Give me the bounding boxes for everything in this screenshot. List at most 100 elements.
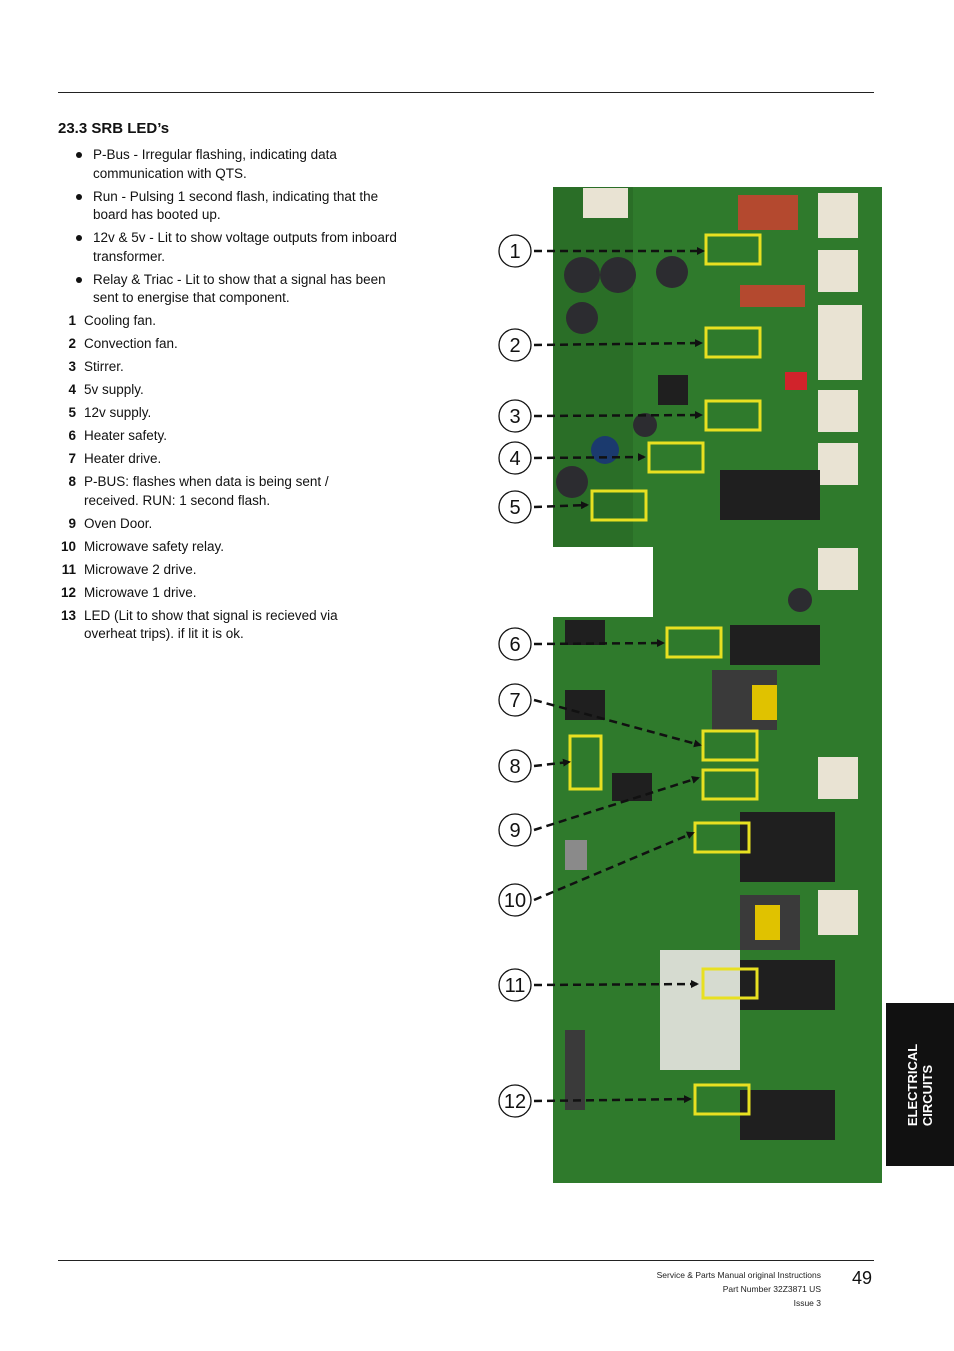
led-highlight-10	[693, 821, 751, 854]
legend-text: LED (Lit to show that signal is recieved…	[84, 607, 338, 642]
callout-arrows	[533, 247, 705, 1104]
legend-item: 2 Convection fan.	[56, 335, 386, 354]
callout-arrow-7	[533, 698, 702, 748]
callout-circle-7	[498, 683, 532, 717]
led-highlight-4	[647, 441, 705, 474]
legend-text: Oven Door.	[84, 515, 153, 531]
legend-text: Heater drive.	[84, 451, 162, 466]
led-highlight-1	[704, 233, 762, 266]
callout-arrow-2	[533, 339, 703, 348]
legend-number: 13	[60, 607, 76, 623]
legend-number: 1	[68, 313, 76, 328]
legend-text: 5v supply.	[84, 382, 144, 397]
legend-number: 8	[68, 474, 76, 489]
legend-item: 13 LED (Lit to show that signal is reciev…	[56, 607, 386, 644]
legend-item: 11 Microwave 2 drive.	[56, 561, 386, 580]
callout-circle-6	[498, 627, 532, 661]
legend-number: 12	[60, 584, 76, 600]
callout-circle-1	[498, 234, 532, 268]
led-highlight-boxes	[568, 233, 762, 1116]
callout-arrow-11	[533, 980, 699, 989]
legend-number: 5	[68, 405, 76, 420]
callout-arrow-3	[533, 411, 703, 420]
legend-text: Microwave 1 drive.	[84, 584, 197, 600]
legend-number: 4	[68, 382, 76, 397]
callout-circle-12	[498, 1084, 532, 1118]
led-highlight-12	[693, 1083, 751, 1116]
callout-label-11: 11	[505, 975, 526, 997]
legend-text: Stirrer.	[84, 359, 124, 374]
legend-item: 10 Microwave safety relay.	[56, 538, 386, 557]
led-highlight-2	[704, 326, 762, 359]
legend-text: Microwave 2 drive.	[84, 561, 197, 577]
footer-part-number: Part Number 32Z3871 US	[722, 1284, 821, 1294]
footer: Service & Parts Manual original Instruct…	[657, 1268, 821, 1310]
callout-circle-8	[498, 749, 532, 783]
section-heading: 23.3 SRB LED’s	[58, 120, 170, 137]
legend-item: 5 12v supply.	[56, 404, 386, 423]
legend-text: P-BUS: flashes when data is being sent /…	[84, 474, 329, 508]
callout-label-5: 5	[509, 497, 520, 519]
page-number: 49	[852, 1268, 873, 1288]
legend-item: 4 5v supply.	[56, 381, 386, 400]
top-rule	[58, 92, 874, 93]
callout-label-1: 1	[509, 241, 520, 263]
legend-item: 9 Oven Door.	[56, 515, 386, 534]
led-highlight-7	[701, 729, 759, 762]
callout-arrow-4	[533, 453, 646, 462]
legend-item: 7 Heater drive.	[56, 450, 386, 469]
legend-item: 1 Cooling fan.	[56, 312, 386, 331]
callout-label-2: 2	[509, 335, 520, 357]
footer-manual-title: Service & Parts Manual original Instruct…	[656, 1270, 821, 1280]
callout-label-6: 6	[509, 634, 520, 656]
callout-label-12: 12	[504, 1091, 526, 1113]
legend-number: 7	[68, 451, 76, 466]
callout-arrow-12	[533, 1095, 692, 1104]
led-highlight-5	[590, 489, 648, 522]
legend-number: 3	[68, 359, 76, 374]
section-tab-line-2: CIRCUITS	[920, 1064, 935, 1126]
legend-text: 12v supply.	[84, 405, 152, 420]
callout-label-8: 8	[509, 756, 520, 778]
callout-arrow-9	[533, 776, 700, 832]
legend-number: 10	[60, 538, 76, 554]
callout-arrow-10	[533, 831, 695, 902]
bullet-item: 12v & 5v - Lit to show voltage outputs f…	[76, 229, 406, 266]
callout-arrow-6	[533, 639, 665, 648]
callout-circle-9	[498, 813, 532, 847]
bottom-rule	[58, 1260, 874, 1261]
legend-text: Microwave safety relay.	[84, 538, 225, 554]
legend-item: 6 Heater safety.	[56, 427, 386, 446]
callout-label-10: 10	[504, 890, 526, 912]
bullet-item: Relay & Triac - Lit to show that a signa…	[76, 271, 406, 308]
led-bullet-list: P-Bus - Irregular flashing, indicating d…	[76, 146, 406, 312]
led-highlight-9	[701, 768, 759, 801]
callout-label-4: 4	[509, 448, 520, 470]
led-highlight-3	[704, 399, 762, 432]
footer-issue: Issue 3	[793, 1298, 821, 1308]
callout-label-7: 7	[509, 690, 520, 712]
legend-number: 2	[68, 336, 76, 351]
legend-number: 11	[61, 561, 76, 577]
callout-circle-10	[498, 883, 532, 917]
section-tab-line-1: ELECTRICAL	[905, 1043, 920, 1126]
callout-arrow-8	[533, 758, 571, 768]
callout-circle-3	[498, 399, 532, 433]
bullet-item: Run - Pulsing 1 second flash, indicating…	[76, 188, 406, 225]
legend-text: Convection fan.	[84, 336, 178, 351]
callout-arrow-5	[533, 501, 589, 510]
legend-text: Cooling fan.	[84, 313, 157, 328]
legend-item: 8 P-BUS: flashes when data is being sent …	[56, 473, 386, 510]
legend-number: 9	[68, 515, 76, 531]
legend-number: 6	[68, 428, 76, 443]
led-highlight-11	[701, 967, 759, 1000]
callout-circle-4	[498, 441, 532, 475]
section-tab-electrical-circuits: ELECTRICAL CIRCUITS	[886, 1003, 954, 1166]
legend-text: Heater safety.	[84, 428, 168, 443]
bullet-item: P-Bus - Irregular flashing, indicating d…	[76, 146, 406, 183]
callout-circle-11	[498, 968, 532, 1002]
callout-circle-5	[498, 490, 532, 524]
